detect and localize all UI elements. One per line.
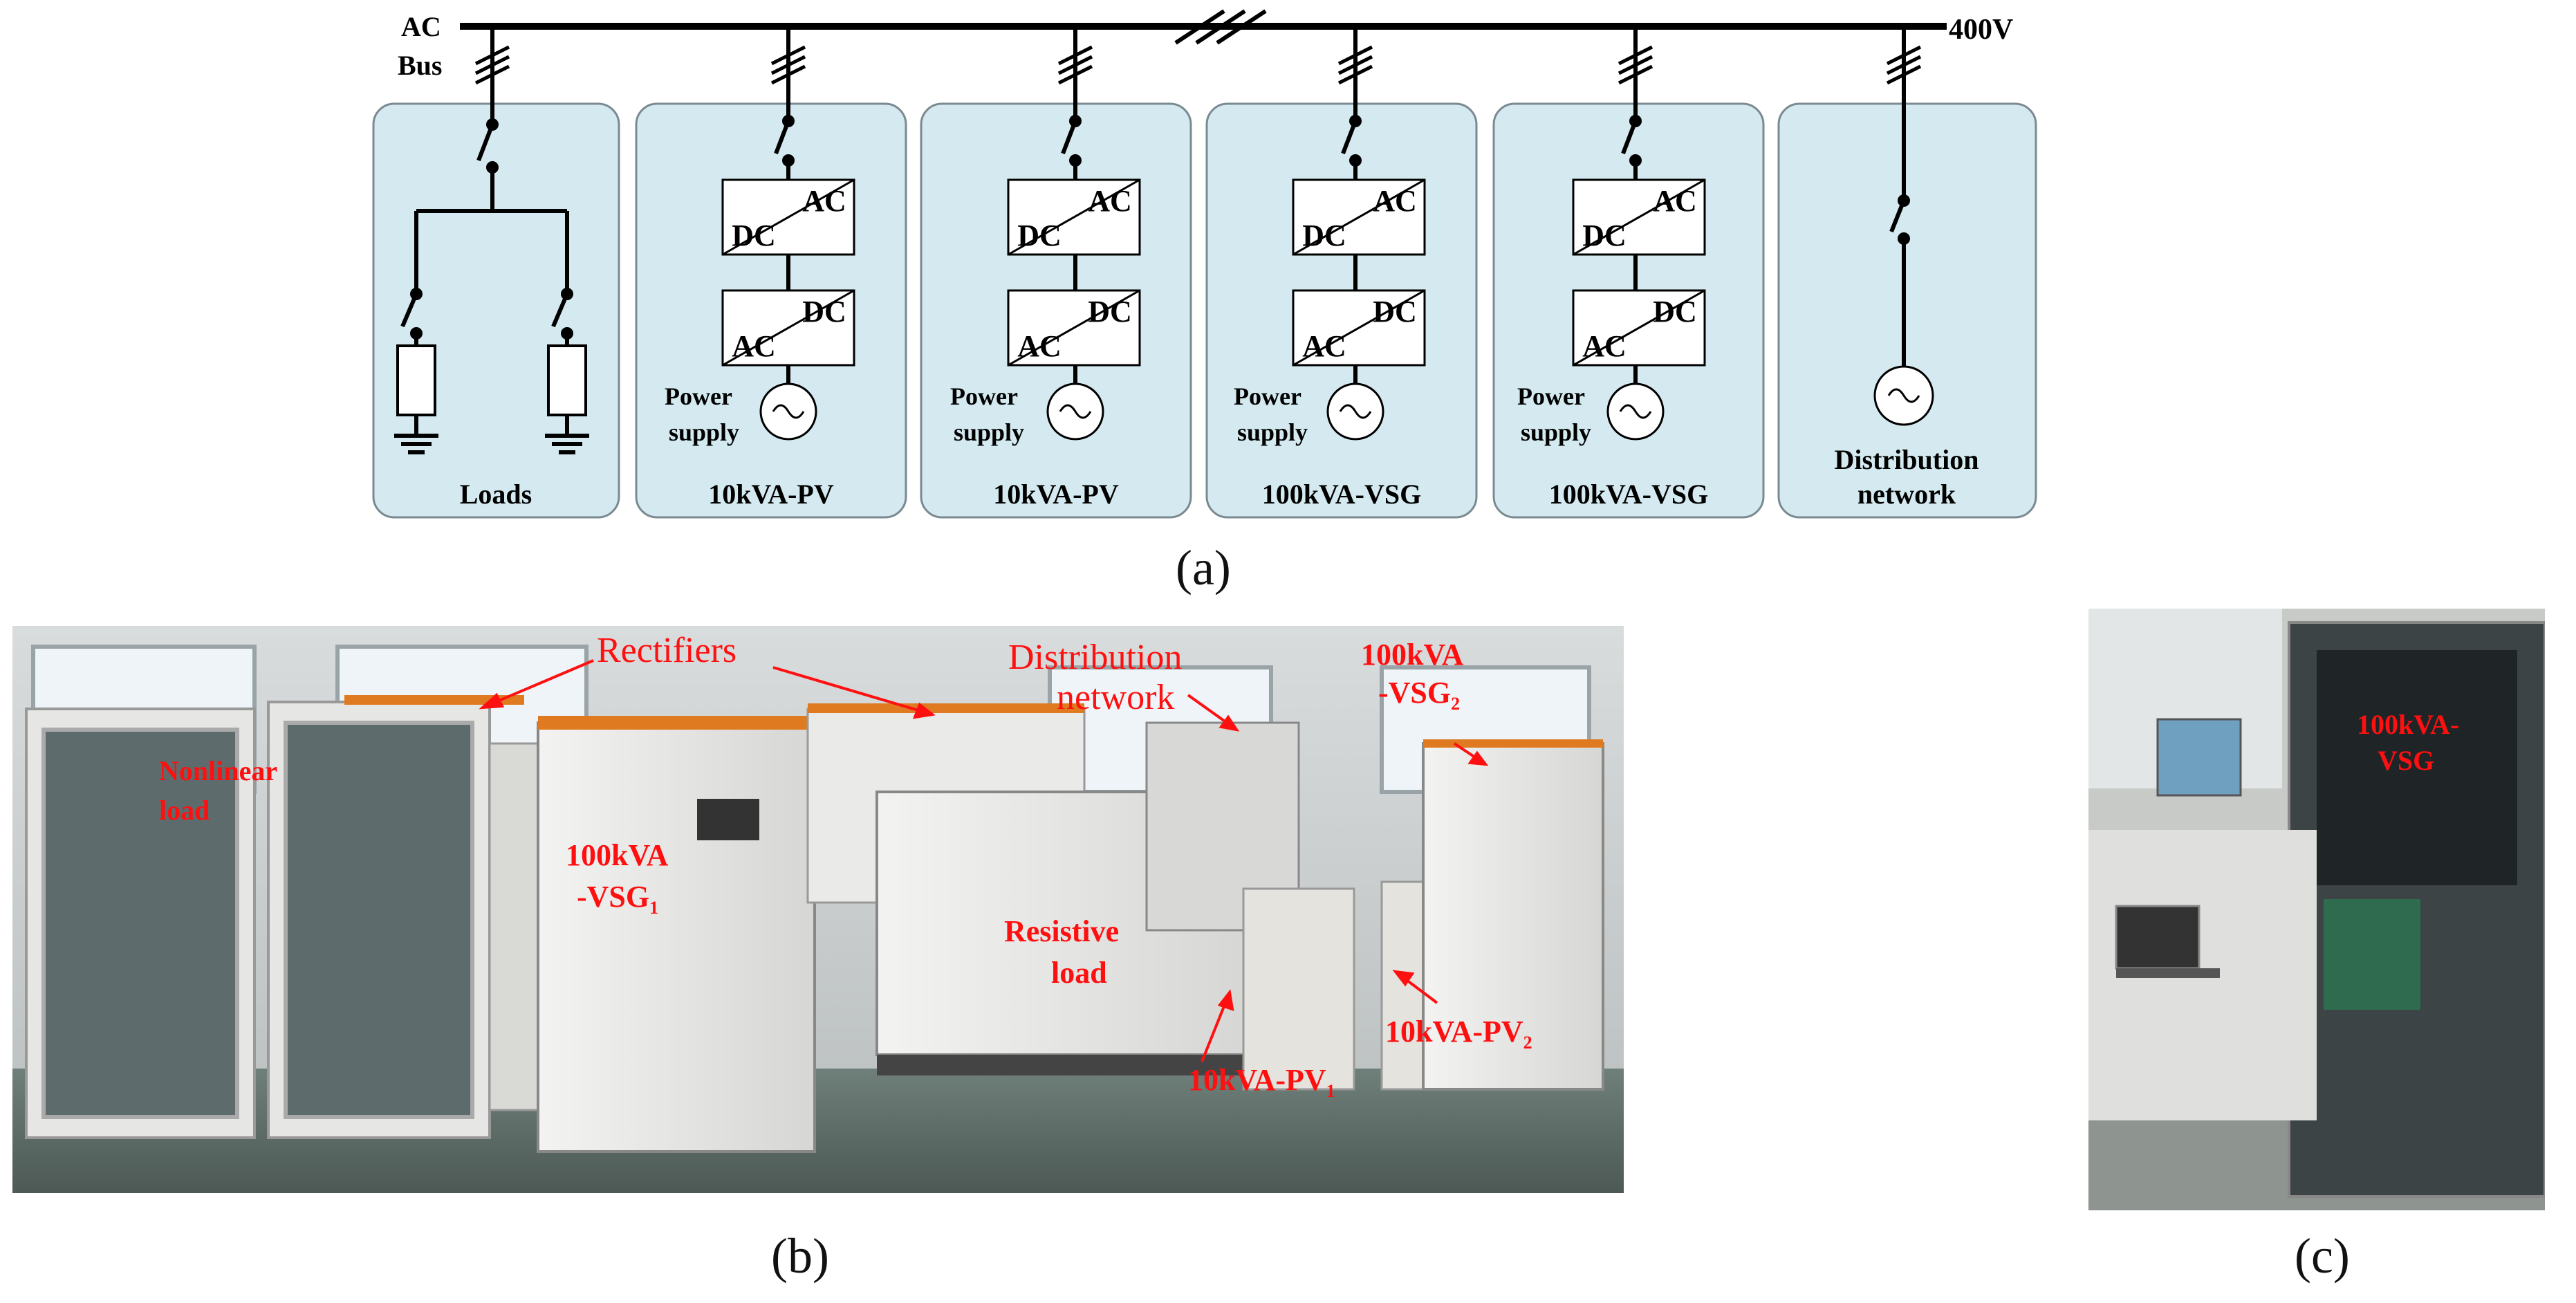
caption-distribution-1: Distribution (1835, 444, 1979, 475)
vsg1-lower-dc: DC (1373, 295, 1417, 329)
label-vsg1-main: -VSG (577, 880, 650, 914)
vsg1-supply-label: supply (1237, 418, 1308, 446)
pv1-lower-ac: AC (732, 329, 776, 363)
label-vsg1-sub: 1 (649, 897, 659, 918)
pv2-lower-ac: AC (1017, 329, 1062, 363)
pv1-upper-dc: DC (732, 219, 776, 252)
label-pv2: 10kVA-PV2 (1385, 1017, 1532, 1052)
label-vsg2-1: 100kVA (1361, 638, 1464, 672)
bus-label-bus: Bus (398, 50, 443, 81)
pv1-circuit (721, 26, 855, 441)
pv2-upper-dc: DC (1017, 219, 1062, 252)
label-resistive-2: load (1051, 956, 1107, 990)
bus-label-ac: AC (401, 11, 441, 42)
vsg1-lower-ac: AC (1302, 329, 1346, 363)
vsg2-supply-label: supply (1521, 418, 1591, 446)
caption-pv1: 10kVA-PV (708, 479, 834, 510)
label-distribution-1: Distribution (1008, 638, 1183, 677)
pv1-supply-label: supply (669, 418, 739, 446)
pv2-upper-ac: AC (1088, 184, 1132, 218)
label-vsg1-1: 100kVA (566, 838, 669, 872)
vsg2-upper-ac: AC (1653, 184, 1697, 218)
vsg1-upper-dc: DC (1302, 219, 1346, 252)
photo-c-scene (2088, 609, 2545, 1210)
pv1-lower-dc: DC (802, 295, 846, 329)
label-distribution-2: network (1057, 678, 1175, 717)
caption-vsg1: 100kVA-VSG (1262, 479, 1421, 510)
vsg1-circuit (1292, 26, 1426, 441)
label-vsg1-2: -VSG1 (577, 882, 658, 917)
pv2-circuit (1007, 26, 1141, 441)
pv1-power-label: Power (665, 382, 732, 410)
label-c-vsg-1: 100kVA- (2357, 709, 2460, 740)
vsg2-upper-dc: DC (1582, 219, 1627, 252)
vsg1-power-label: Power (1234, 382, 1301, 410)
caption-distribution-2: network (1857, 479, 1956, 510)
label-pv1-sub: 1 (1326, 1080, 1335, 1101)
bus-hatch-mark (1174, 9, 1267, 45)
photo-b-lab: Rectifiers Distribution network 100kVA -… (12, 626, 1624, 1193)
label-nonlinear-1: Nonlinear (159, 755, 278, 786)
label-resistive-1: Resistive (1004, 914, 1120, 948)
loads-circuit (394, 26, 589, 454)
vsg1-upper-ac: AC (1373, 184, 1417, 218)
photo-b-scene (12, 626, 1624, 1193)
label-rectifiers: Rectifiers (597, 631, 737, 670)
label-pv1-main: 10kVA-PV (1188, 1063, 1326, 1097)
distribution-circuit (1873, 26, 1934, 426)
label-vsg2-sub: 2 (1451, 693, 1461, 714)
caption-loads: Loads (460, 479, 532, 510)
caption-pv2: 10kVA-PV (993, 479, 1119, 510)
label-vsg2-2: -VSG2 (1378, 678, 1460, 713)
label-pv1: 10kVA-PV1 (1188, 1065, 1335, 1100)
caption-c: (c) (2295, 1228, 2350, 1284)
caption-vsg2: 100kVA-VSG (1549, 479, 1708, 510)
vsg2-power-label: Power (1517, 382, 1585, 410)
label-vsg2-main: -VSG (1378, 676, 1452, 710)
label-c-vsg-2: VSG (2378, 745, 2435, 776)
label-nonlinear-2: load (159, 795, 210, 826)
label-pv2-sub: 2 (1523, 1032, 1532, 1053)
label-pv2-main: 10kVA-PV (1385, 1015, 1523, 1048)
photo-c-lab: 100kVA- VSG (2088, 609, 2545, 1210)
pv2-supply-label: supply (954, 418, 1024, 446)
caption-a: (a) (1176, 540, 1231, 595)
caption-b: (b) (771, 1228, 829, 1284)
pv2-power-label: Power (950, 382, 1018, 410)
vsg2-lower-dc: DC (1653, 295, 1697, 329)
vsg2-lower-ac: AC (1582, 329, 1627, 363)
vsg2-circuit (1572, 26, 1706, 441)
pv2-lower-dc: DC (1088, 295, 1132, 329)
panel-distribution (1777, 102, 2037, 519)
pv1-upper-ac: AC (802, 184, 846, 218)
bus-voltage-label: 400V (1949, 14, 2013, 46)
